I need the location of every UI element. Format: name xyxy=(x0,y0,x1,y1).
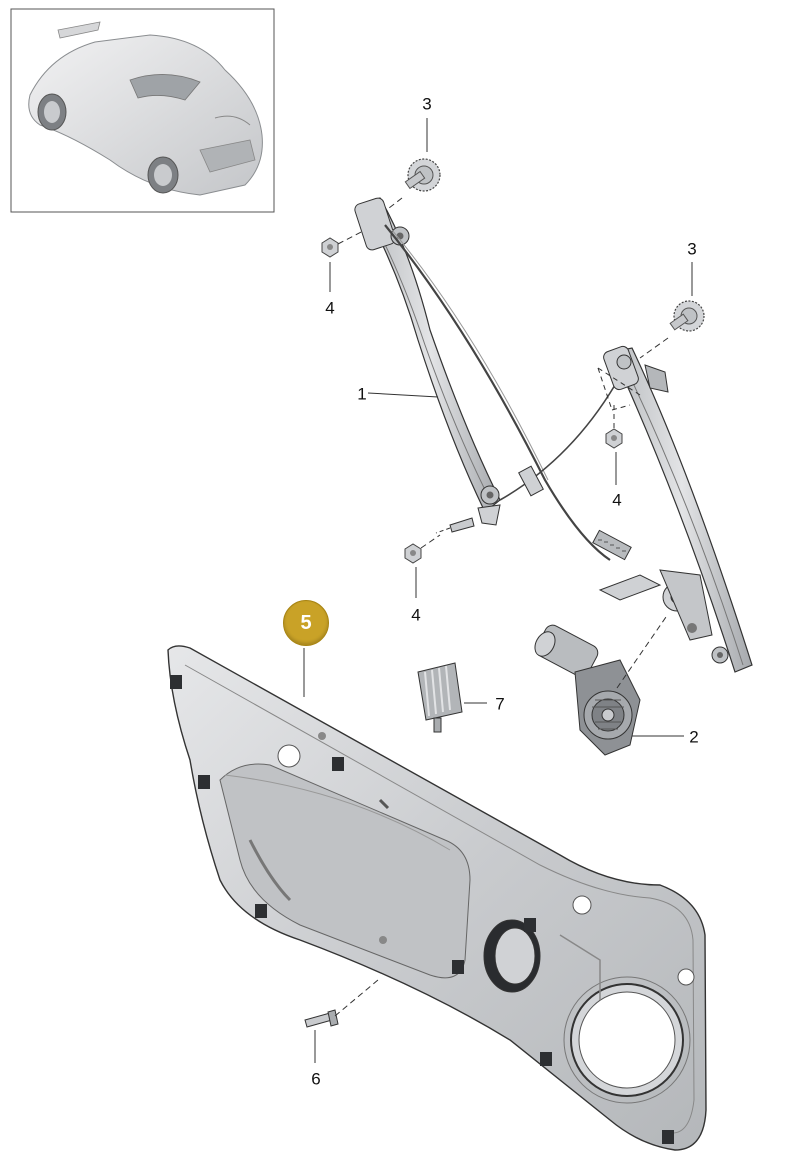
window-regulator xyxy=(354,197,753,673)
connector-part xyxy=(417,662,463,733)
clip-pin-part xyxy=(304,1009,339,1028)
gear-part-upper xyxy=(404,158,441,192)
callout-part-1[interactable]: 1 xyxy=(357,384,367,404)
callout-part-4-lower[interactable]: 4 xyxy=(411,605,421,625)
callout-part-7[interactable]: 7 xyxy=(495,694,505,714)
callout-part-3-upper[interactable]: 3 xyxy=(422,94,432,114)
highlighted-part-5-badge[interactable]: 5 xyxy=(283,600,329,646)
gear-part-right xyxy=(669,300,705,332)
callout-part-2[interactable]: 2 xyxy=(689,727,699,747)
callout-part-4-right[interactable]: 4 xyxy=(612,490,622,510)
callout-part-6[interactable]: 6 xyxy=(311,1069,321,1089)
door-module-panel xyxy=(167,645,707,1151)
nut-part-left xyxy=(321,237,339,258)
window-motor xyxy=(534,624,641,756)
vehicle-thumbnail xyxy=(10,8,275,213)
nut-part-right xyxy=(605,428,623,449)
callout-part-3-right[interactable]: 3 xyxy=(687,239,697,259)
nut-part-lower xyxy=(404,543,422,564)
callout-part-4-left[interactable]: 4 xyxy=(325,298,335,318)
car-image xyxy=(28,21,263,196)
